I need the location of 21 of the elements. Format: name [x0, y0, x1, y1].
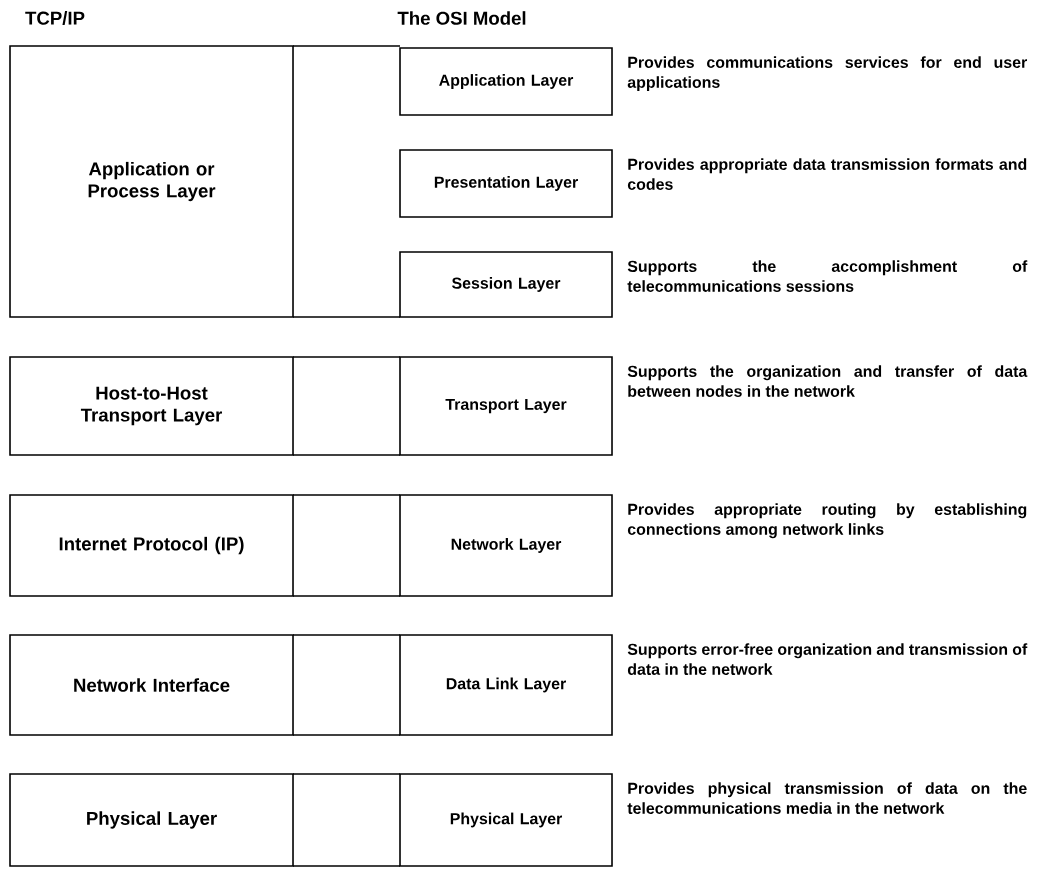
layer-box: Transport Layer	[399, 356, 613, 456]
description-text: Provides physical transmission of data on the telecommunications media in the network	[627, 782, 1027, 814]
description-text: Provides appropriate routing by establishing connections among network links	[627, 503, 1027, 539]
layer-box: Session Layer	[399, 251, 613, 318]
description-text: Supports the accomplishment of telecommunications sessions	[627, 260, 1028, 292]
description-text: Provides communications services for end user applications	[627, 56, 1027, 92]
layer-box: Presentation Layer	[399, 149, 613, 218]
layer-box: Physical Layer	[399, 773, 613, 867]
column-heading: The OSI Model	[397, 11, 526, 25]
layer-box: Internet Protocol (IP)	[9, 494, 294, 597]
layer-box: Network Interface	[9, 634, 294, 736]
layer-box: Application Layer	[399, 47, 613, 116]
description-text: Supports error-free organization and transmission of data in the network	[627, 643, 1028, 675]
column-heading: TCP/IP	[25, 11, 85, 25]
layer-box: Application or Process Layer	[9, 45, 294, 318]
layer-box: Data Link Layer	[399, 634, 613, 736]
description-text: Supports the organization and transfer of data between nodes in the network	[627, 365, 1028, 397]
layer-box: Host-to-Host Transport Layer	[9, 356, 294, 456]
description-text: Provides appropriate data transmission formats and codes	[627, 158, 1027, 190]
layer-box: Network Layer	[399, 494, 613, 597]
layer-box: Physical Layer	[9, 773, 294, 867]
